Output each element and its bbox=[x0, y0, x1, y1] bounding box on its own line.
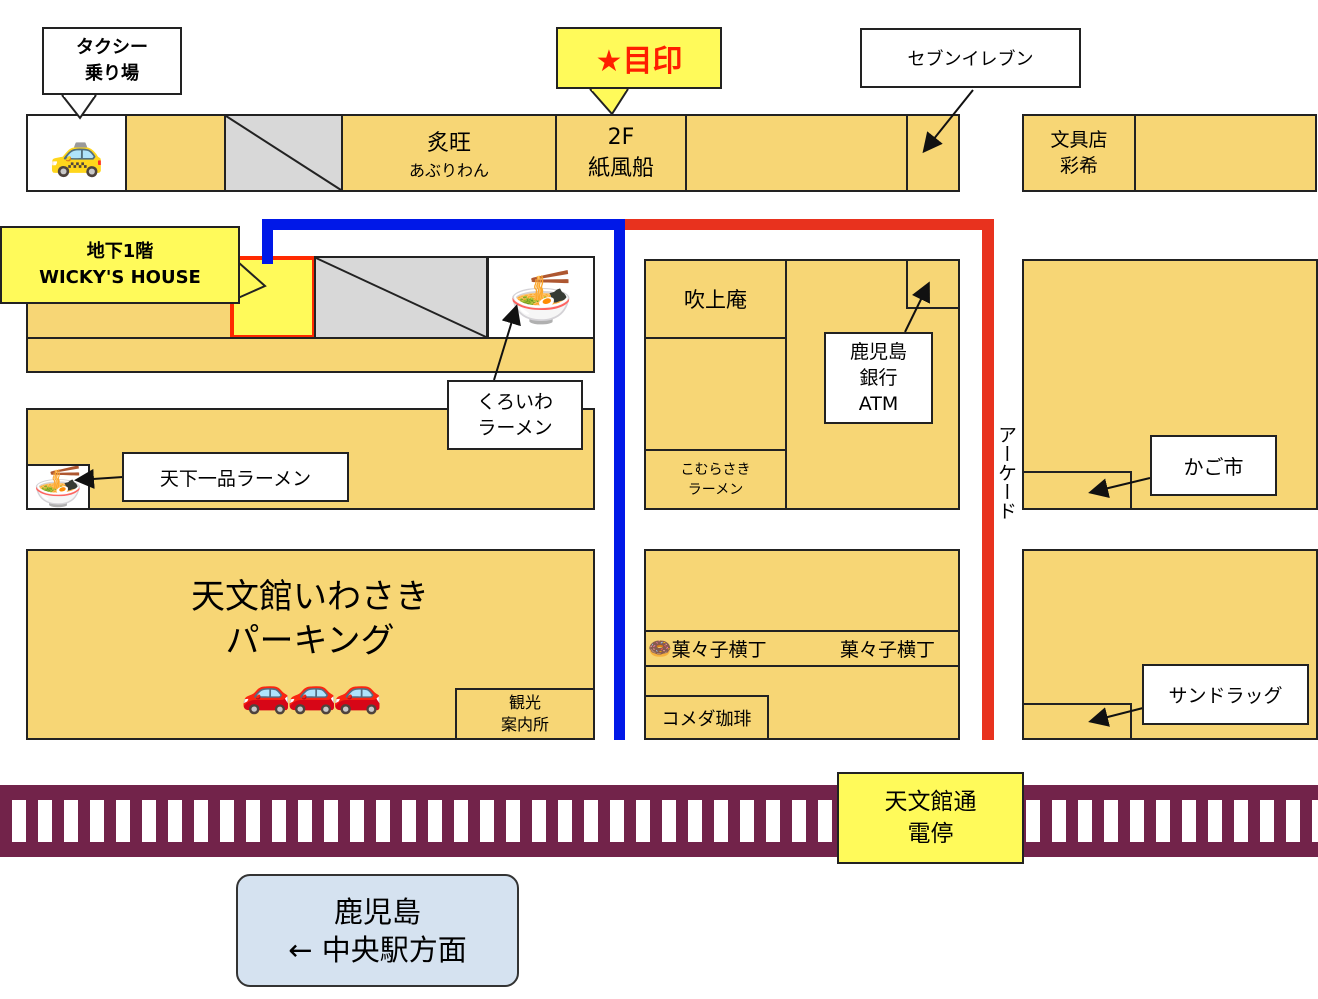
sundrug-arrow bbox=[1088, 707, 1144, 727]
sundrug-label: サンドラッグ bbox=[1142, 664, 1309, 725]
divider bbox=[644, 665, 960, 667]
seven-eleven-label: セブンイレブン bbox=[860, 28, 1081, 88]
parking-label: 天文館いわさき パーキング bbox=[150, 574, 470, 664]
komurasaki-label: こむらさき ラーメン bbox=[680, 461, 751, 498]
fukiageann-shop: 吹上庵 bbox=[644, 259, 787, 339]
kashiko-label: 菓々子横丁 bbox=[840, 638, 936, 661]
shop-block bbox=[644, 337, 787, 451]
kashiko-yokocho-1: 🍩菓々子横丁 bbox=[648, 634, 767, 662]
sundrug-name: サンドラッグ bbox=[1168, 685, 1283, 707]
kamifusen-floor: 2F bbox=[607, 124, 635, 150]
blue-route-drop bbox=[262, 219, 273, 264]
red-route-horizontal bbox=[625, 219, 994, 230]
sundrug-block bbox=[1022, 703, 1132, 740]
parking-name: 天文館いわさき パーキング bbox=[191, 577, 429, 661]
shop-block bbox=[1134, 114, 1317, 192]
taxi-icon: 🚕 bbox=[49, 128, 104, 179]
taxi-callout-pointer bbox=[61, 94, 97, 120]
bunguten-shop: 文具店 彩希 bbox=[1022, 114, 1136, 192]
komeda-label: コメダ珈琲 bbox=[661, 708, 752, 730]
fukiageann-label: 吹上庵 bbox=[684, 288, 747, 312]
wicky-label: 地下1階 WICKY'S HOUSE bbox=[39, 241, 201, 288]
tram-stop-label: 天文館通 電停 bbox=[837, 772, 1024, 864]
tenka-ippin-arrow bbox=[74, 468, 124, 489]
kagoshima-bank-name: 鹿児島 銀行 ATM bbox=[849, 341, 907, 415]
aburiwan-reading: あぶりわん bbox=[408, 161, 489, 180]
hatch-line bbox=[315, 257, 487, 338]
kanko-annaijo: 観光 案内所 bbox=[455, 688, 595, 740]
tram-stop-name: 天文館通 電停 bbox=[884, 789, 977, 847]
wicky-callout-pointer bbox=[237, 261, 267, 299]
kamifusen-shop: 2F 紙風船 bbox=[555, 114, 687, 192]
kaichi-label: かご市 bbox=[1150, 435, 1277, 496]
shop-block bbox=[26, 337, 595, 373]
kanko-label: 観光 案内所 bbox=[500, 693, 549, 734]
atm-arrow bbox=[904, 281, 930, 333]
direction-label: 鹿児島 ← 中央駅方面 bbox=[288, 894, 467, 967]
arcade-name: アーケード bbox=[995, 425, 1017, 520]
landmark-callout-pointer bbox=[589, 88, 629, 116]
aburiwan-shop: 炙旺 あぶりわん bbox=[341, 114, 557, 192]
aburiwan-name: 炙旺 bbox=[426, 131, 471, 156]
arcade-label: アーケード bbox=[995, 425, 1020, 520]
divider bbox=[644, 630, 960, 632]
cars-icon: 🚗🚗🚗 bbox=[225, 665, 395, 719]
landmark-label: ★目印 bbox=[595, 44, 683, 79]
seven-eleven-arrow bbox=[922, 89, 974, 154]
kaichi-arrow bbox=[1088, 477, 1151, 498]
shop-block bbox=[125, 114, 226, 192]
kashiko-yokocho-2: 菓々子横丁 bbox=[840, 634, 935, 662]
kaichi-block bbox=[1022, 471, 1132, 510]
donut-icon: 🍩 bbox=[648, 637, 672, 660]
landmark-callout: ★目印 bbox=[556, 27, 722, 89]
tram-track-ties bbox=[0, 800, 1318, 842]
kaichi-name: かご市 bbox=[1183, 455, 1244, 479]
kashiko-label: 菓々子横丁 bbox=[671, 638, 767, 661]
wicky-callout: 地下1階 WICKY'S HOUSE bbox=[0, 226, 240, 304]
car-icon: 🚗🚗🚗 bbox=[241, 669, 382, 716]
seven-eleven-name: セブンイレブン bbox=[907, 49, 1034, 70]
direction-sign: 鹿児島 ← 中央駅方面 bbox=[236, 874, 519, 987]
blue-route-horizontal bbox=[262, 219, 625, 230]
taxi-stand-block: 🚕 bbox=[26, 114, 127, 192]
kuroiwa-arrow bbox=[493, 304, 521, 381]
blue-route-vertical bbox=[614, 219, 625, 740]
red-route-vertical bbox=[982, 219, 994, 740]
tenka-ippin-label: 天下一品ラーメン bbox=[122, 452, 349, 502]
tenka-ippin-name: 天下一品ラーメン bbox=[159, 467, 312, 490]
kuroiwa-label: くろいわ ラーメン bbox=[447, 380, 583, 450]
taxi-callout-label: タクシー 乗り場 bbox=[76, 37, 148, 84]
kagoshima-bank-label: 鹿児島 銀行 ATM bbox=[824, 332, 933, 424]
komeda-shop: コメダ珈琲 bbox=[644, 695, 769, 740]
bunguten-label: 文具店 彩希 bbox=[1050, 129, 1108, 177]
taxi-callout: タクシー 乗り場 bbox=[42, 27, 182, 95]
kuroiwa-name: くろいわ ラーメン bbox=[476, 391, 553, 439]
kamifusen-name: 紙風船 bbox=[587, 155, 654, 181]
komurasaki-shop: こむらさき ラーメン bbox=[644, 449, 787, 510]
hatch-line bbox=[225, 115, 342, 191]
